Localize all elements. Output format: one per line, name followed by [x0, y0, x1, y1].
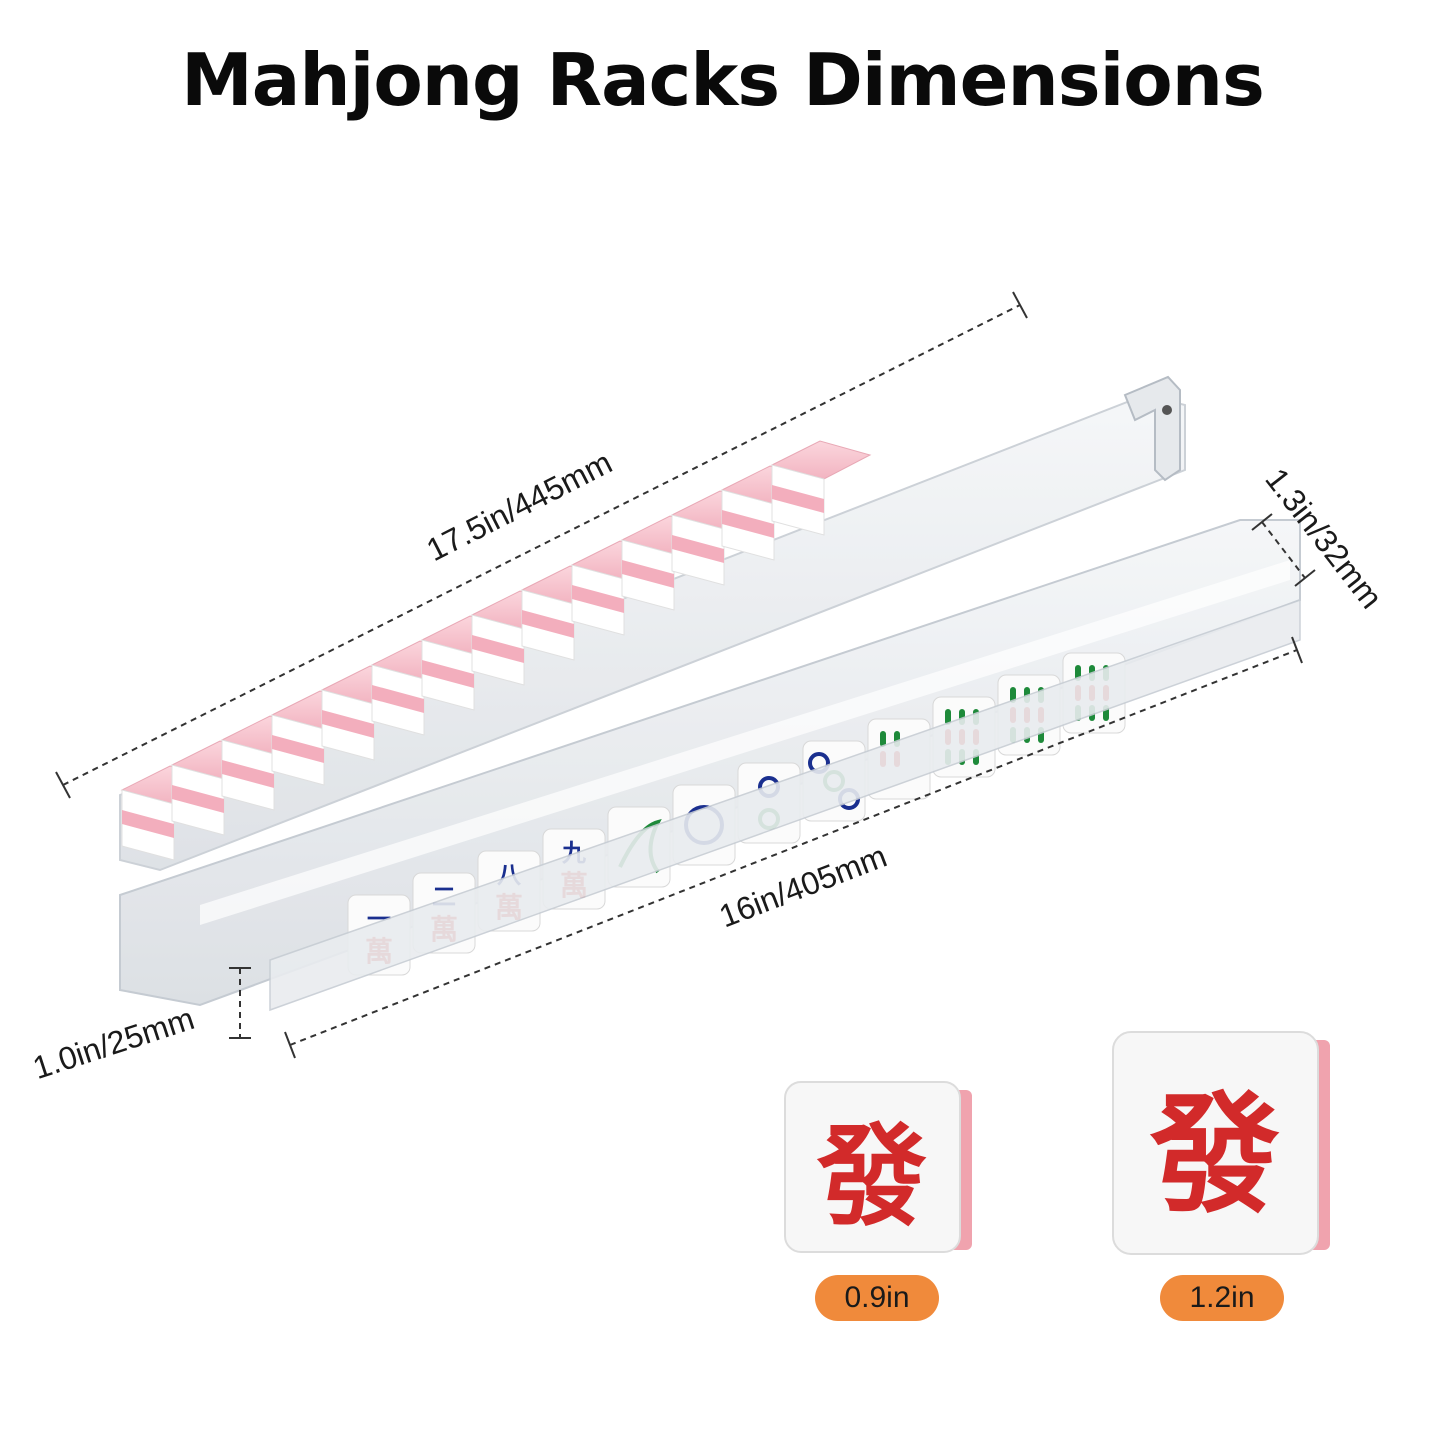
- size-badge-large: 1.2in: [1160, 1275, 1284, 1321]
- pink-tile: [620, 515, 722, 611]
- dim-line-side-height: [1251, 513, 1316, 587]
- bamboo-stick: [945, 709, 951, 725]
- dim-line-front-height: [229, 967, 251, 1039]
- dim-line-inner: [284, 636, 1303, 1059]
- size-badge-small: 0.9in: [815, 1275, 939, 1321]
- rack-arm: [1123, 375, 1181, 482]
- pink-tile: [770, 440, 872, 536]
- back-rack: [119, 375, 1186, 872]
- arm-pin: [1162, 405, 1172, 415]
- tile-large: 發: [1112, 1031, 1330, 1255]
- dim-line-overall: [55, 291, 1028, 799]
- pink-tile: [270, 690, 372, 786]
- pink-tile-stack: [120, 440, 872, 861]
- small-tile-glyph: 發: [816, 1112, 927, 1241]
- tile-small: 發: [784, 1081, 972, 1253]
- page-title: Mahjong Racks Dimensions: [181, 38, 1265, 122]
- bamboo-stick: [880, 731, 886, 747]
- large-tile-glyph: 發: [1149, 1078, 1280, 1231]
- front-rack: 一萬二萬八萬九萬: [119, 519, 1301, 1012]
